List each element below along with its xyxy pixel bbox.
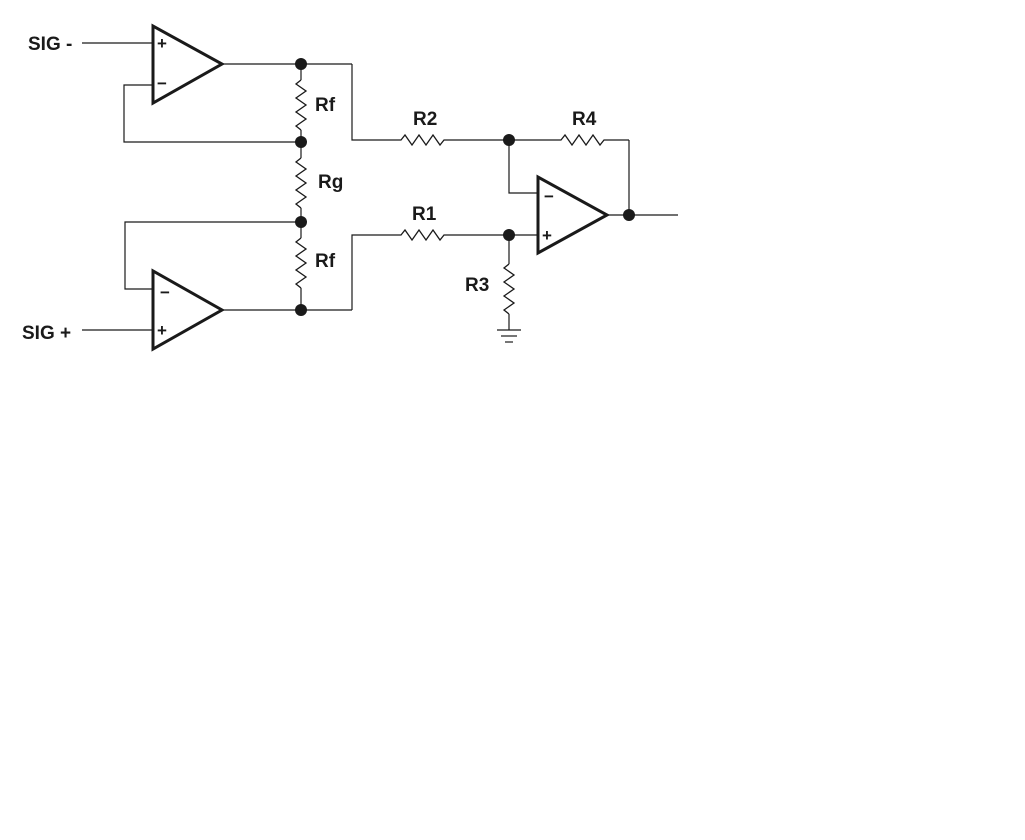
junction-dot-top-output [295, 58, 307, 70]
top-to-r2-wire [351, 64, 385, 141]
top-opamp-minus-sign: − [157, 74, 167, 93]
junction-dot-inverting-node [503, 134, 515, 146]
top-feedback-wire [123, 84, 301, 143]
node-e-to-inverting-wire [508, 140, 538, 194]
junction-dot-output [623, 209, 635, 221]
rf-top-resistor [294, 79, 308, 131]
ground-icon [497, 329, 521, 343]
rg-label: Rg [318, 172, 343, 193]
bottom-to-r1-wire [351, 234, 385, 310]
rf-bottom-label: Rf [315, 251, 336, 272]
r3-resistor [502, 263, 516, 315]
junction-dot-top-feedback [295, 136, 307, 148]
rf-bottom-resistor [294, 237, 308, 289]
bottom-feedback-wire [124, 221, 301, 290]
junction-dot-bottom-feedback [295, 216, 307, 228]
r1-resistor [385, 228, 458, 242]
output-opamp-plus-sign: + [542, 226, 552, 245]
top-opamp: + − [151, 23, 226, 106]
sig-plus-label: SIG + [22, 323, 71, 344]
bottom-opamp-plus-sign: + [157, 321, 167, 340]
r3-label: R3 [465, 275, 489, 296]
r4-label: R4 [572, 109, 597, 130]
output-opamp-minus-sign: − [544, 187, 554, 206]
r2-label: R2 [413, 109, 437, 130]
r4-resistor [547, 133, 629, 147]
junction-dot-noninverting-node [503, 229, 515, 241]
rf-top-label: Rf [315, 95, 336, 116]
bottom-opamp: − + [151, 268, 226, 352]
output-opamp: − + [536, 174, 611, 256]
junction-dot-bottom-output [295, 304, 307, 316]
top-opamp-plus-sign: + [157, 34, 167, 53]
r2-resistor [385, 133, 458, 147]
r1-label: R1 [412, 204, 437, 225]
sig-minus-label: SIG - [28, 34, 72, 55]
rg-resistor [294, 157, 308, 209]
bottom-opamp-minus-sign: − [160, 283, 170, 302]
